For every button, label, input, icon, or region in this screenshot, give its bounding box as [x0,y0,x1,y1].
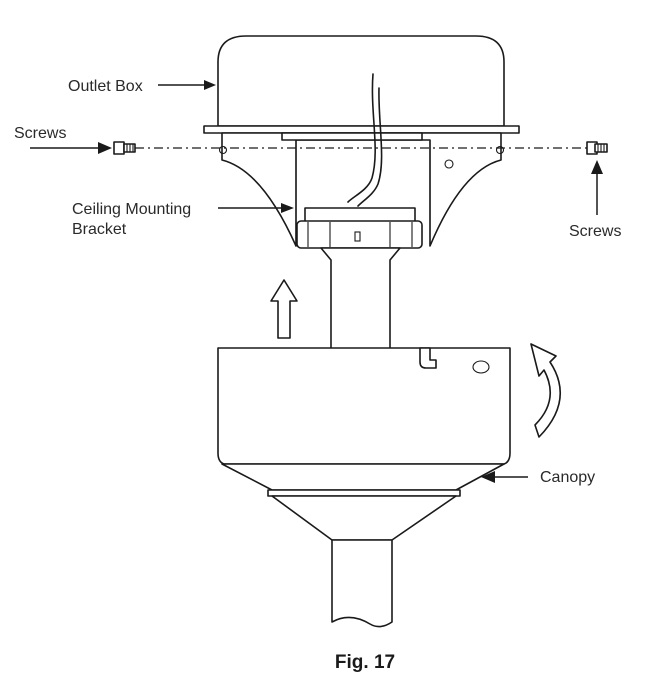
canopy-hole [472,360,490,374]
right-screw-hole [495,145,505,155]
outlet-box-label: Outlet Box [68,78,143,95]
screws-left-label: Screws [14,125,66,142]
outlet-box [203,35,520,134]
motor-housing [331,539,393,628]
leader-canopy [481,471,528,483]
bracket-hole [444,159,454,169]
canopy [217,347,511,541]
leader-outlet-box [158,80,216,90]
ceiling-bracket-label-line1: Ceiling Mounting [72,201,191,218]
ceiling-bracket-label-line2: Bracket [72,221,127,238]
rotate-arrow-icon [530,343,562,438]
canopy-slot [419,347,437,369]
left-screw-icon [113,141,136,155]
wires [347,73,383,207]
leader-ceiling-bracket [218,203,294,213]
leader-screws-left [30,142,112,154]
screws-right-label: Screws [569,223,621,240]
right-screw-icon [586,141,608,155]
up-arrow-icon [270,279,298,339]
ceiling-mounting-bracket [218,132,505,247]
downrod [320,247,401,351]
figure-caption: Fig. 17 [335,652,395,673]
hanger-ball [296,207,423,249]
leader-screws-right [591,160,603,215]
canopy-label: Canopy [540,469,595,486]
left-screw-hole [218,145,228,155]
